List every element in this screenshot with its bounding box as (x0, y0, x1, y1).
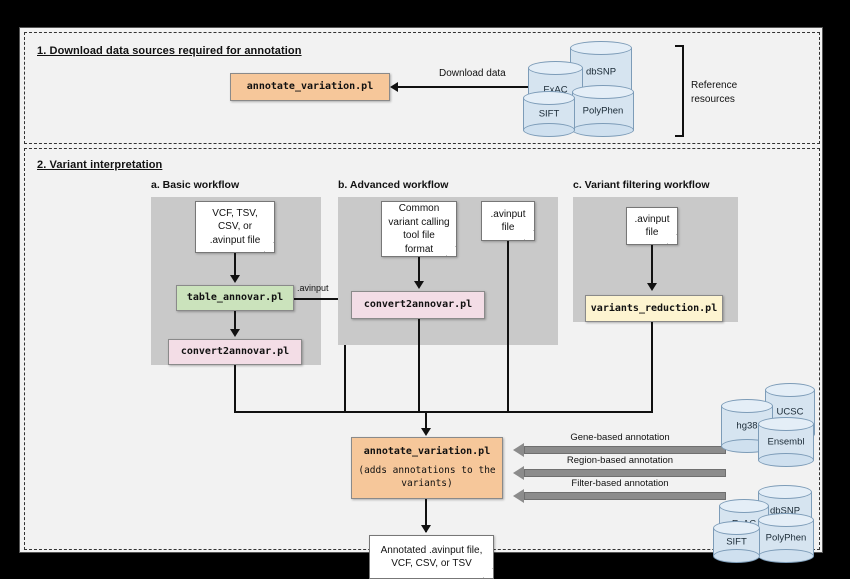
workflow-b-title: b. Advanced workflow (338, 179, 449, 191)
workflow-a-title: a. Basic workflow (151, 179, 240, 191)
section-variant-interpretation: 2. Variant interpretation a. Basic workf… (24, 148, 820, 579)
workflow-b-input-note: Common variant calling tool file format (381, 201, 457, 257)
table-annovar-label: table_annovar.pl (186, 292, 284, 304)
workflow-b-avinput-note: .avinput file (481, 201, 535, 241)
table-annovar-box[interactable]: table_annovar.pl (176, 285, 294, 311)
workflow-b-arrow-1 (414, 281, 424, 289)
workflow-b-line-1 (418, 257, 420, 287)
workflow-a-arrow-1 (230, 275, 240, 283)
region-based-annotation-bar (524, 469, 726, 477)
cylinder-label: PolyPhen (765, 532, 807, 544)
convert2annovar-basic-box[interactable]: convert2annovar.pl (168, 339, 302, 365)
cylinder-label: SIFT (538, 108, 560, 120)
section-download-data-sources: 1. Download data sources required for an… (24, 32, 820, 144)
central-annotate-variation-label: annotate_variation.pl (363, 446, 491, 458)
cylinder-top (765, 383, 815, 397)
convert2annovar-advanced-box[interactable]: convert2annovar.pl (351, 291, 485, 319)
workflow-a-input-note: VCF, TSV, CSV, or .avinput file (195, 201, 275, 253)
reference-resources-line1: Reference (691, 80, 738, 91)
workflow-a-line-1 (234, 253, 236, 279)
merge-bus-line (234, 411, 653, 413)
cylinder-bottom (572, 123, 634, 137)
database-cylinder-sift-2: SIFT (713, 521, 760, 563)
merge-to-central-arrow (421, 428, 431, 436)
central-to-output-line (425, 499, 427, 532)
workflow-a-output-line (234, 365, 236, 412)
cylinder-top (758, 485, 812, 499)
filter-based-annotation-label: Filter-based annotation (571, 478, 669, 489)
cylinder-top (572, 85, 634, 99)
region-based-annotation-arrowhead (513, 466, 524, 480)
cylinder-bottom (758, 549, 814, 563)
cylinder-bottom (713, 549, 760, 563)
annotate-variation-label: annotate_variation.pl (246, 81, 374, 93)
central-annotate-variation-box[interactable]: annotate_variation.pl (adds annotations … (351, 437, 503, 499)
filter-based-annotation-bar (524, 492, 726, 500)
filter-based-annotation-arrowhead (513, 489, 524, 503)
workflow-c-title: c. Variant filtering workflow (573, 179, 710, 191)
gene-based-annotation-label: Gene-based annotation (570, 432, 670, 443)
database-cylinder-polyphen: PolyPhen (572, 85, 634, 137)
cylinder-label: Ensembl (767, 436, 805, 448)
workflow-c-input-note: .avinput file (626, 207, 678, 245)
workflow-b-avinput-line (507, 241, 509, 412)
variants-reduction-label: variants_reduction.pl (590, 302, 718, 314)
cylinder-label: hg38 (736, 420, 758, 432)
download-data-arrowhead (390, 82, 398, 92)
cylinder-top (523, 91, 575, 105)
cylinder-label: dbSNP (585, 66, 617, 78)
annotate-variation-script-box[interactable]: annotate_variation.pl (230, 73, 390, 101)
diagram-frame: 1. Download data sources required for an… (19, 27, 823, 579)
database-cylinder-sift: SIFT (523, 91, 575, 137)
cylinder-top (758, 417, 814, 431)
avinput-branch-v (344, 298, 346, 412)
central-annotate-variation-subtitle: (adds annotations to the variants) (358, 464, 496, 489)
cylinder-top (570, 41, 632, 55)
reference-resources-label: Reference resources (691, 79, 771, 107)
central-to-output-arrow (421, 525, 431, 533)
download-data-label: Download data (439, 68, 506, 79)
region-based-annotation-label: Region-based annotation (566, 455, 674, 466)
variants-reduction-box[interactable]: variants_reduction.pl (585, 295, 723, 322)
section2-title: 2. Variant interpretation (37, 159, 163, 171)
database-cylinder-polyphen-2: PolyPhen (758, 513, 814, 563)
merge-to-central-line (425, 411, 427, 434)
workflow-c-output-line (651, 322, 653, 412)
avinput-branch-label: .avinput (297, 283, 329, 293)
cylinder-bottom (523, 123, 575, 137)
gene-based-annotation-arrowhead (513, 443, 524, 457)
cylinder-label: dbSNP (769, 505, 801, 517)
reference-resources-line2: resources (691, 94, 735, 105)
cylinder-top (721, 399, 773, 413)
workflow-b-output-line (418, 319, 420, 412)
cylinder-label: SIFT (726, 536, 747, 548)
cylinder-top (719, 499, 769, 513)
database-cylinder-ensembl: Ensembl (758, 417, 814, 467)
download-data-arrow-line (397, 86, 574, 88)
workflow-a-arrow-2 (230, 329, 240, 337)
cylinder-top (713, 521, 760, 535)
cylinder-label: UCSC (776, 406, 804, 418)
section1-title: 1. Download data sources required for an… (37, 45, 302, 57)
cylinder-bottom (758, 453, 814, 467)
cylinder-top (758, 513, 814, 527)
workflow-c-arrow-1 (647, 283, 657, 291)
gene-based-annotation-bar (524, 446, 726, 454)
cylinder-label: ExAC (543, 84, 568, 96)
convert2annovar-basic-label: convert2annovar.pl (180, 346, 290, 358)
cylinder-top (528, 61, 583, 75)
workflow-a-line-2 (234, 311, 236, 333)
reference-resources-bracket (675, 45, 684, 137)
avinput-branch-h (294, 298, 346, 300)
cylinder-label: PolyPhen (582, 105, 624, 117)
convert2annovar-advanced-label: convert2annovar.pl (363, 299, 473, 311)
output-note: Annotated .avinput file, VCF, CSV, or TS… (369, 535, 494, 579)
workflow-c-line-1 (651, 245, 653, 289)
